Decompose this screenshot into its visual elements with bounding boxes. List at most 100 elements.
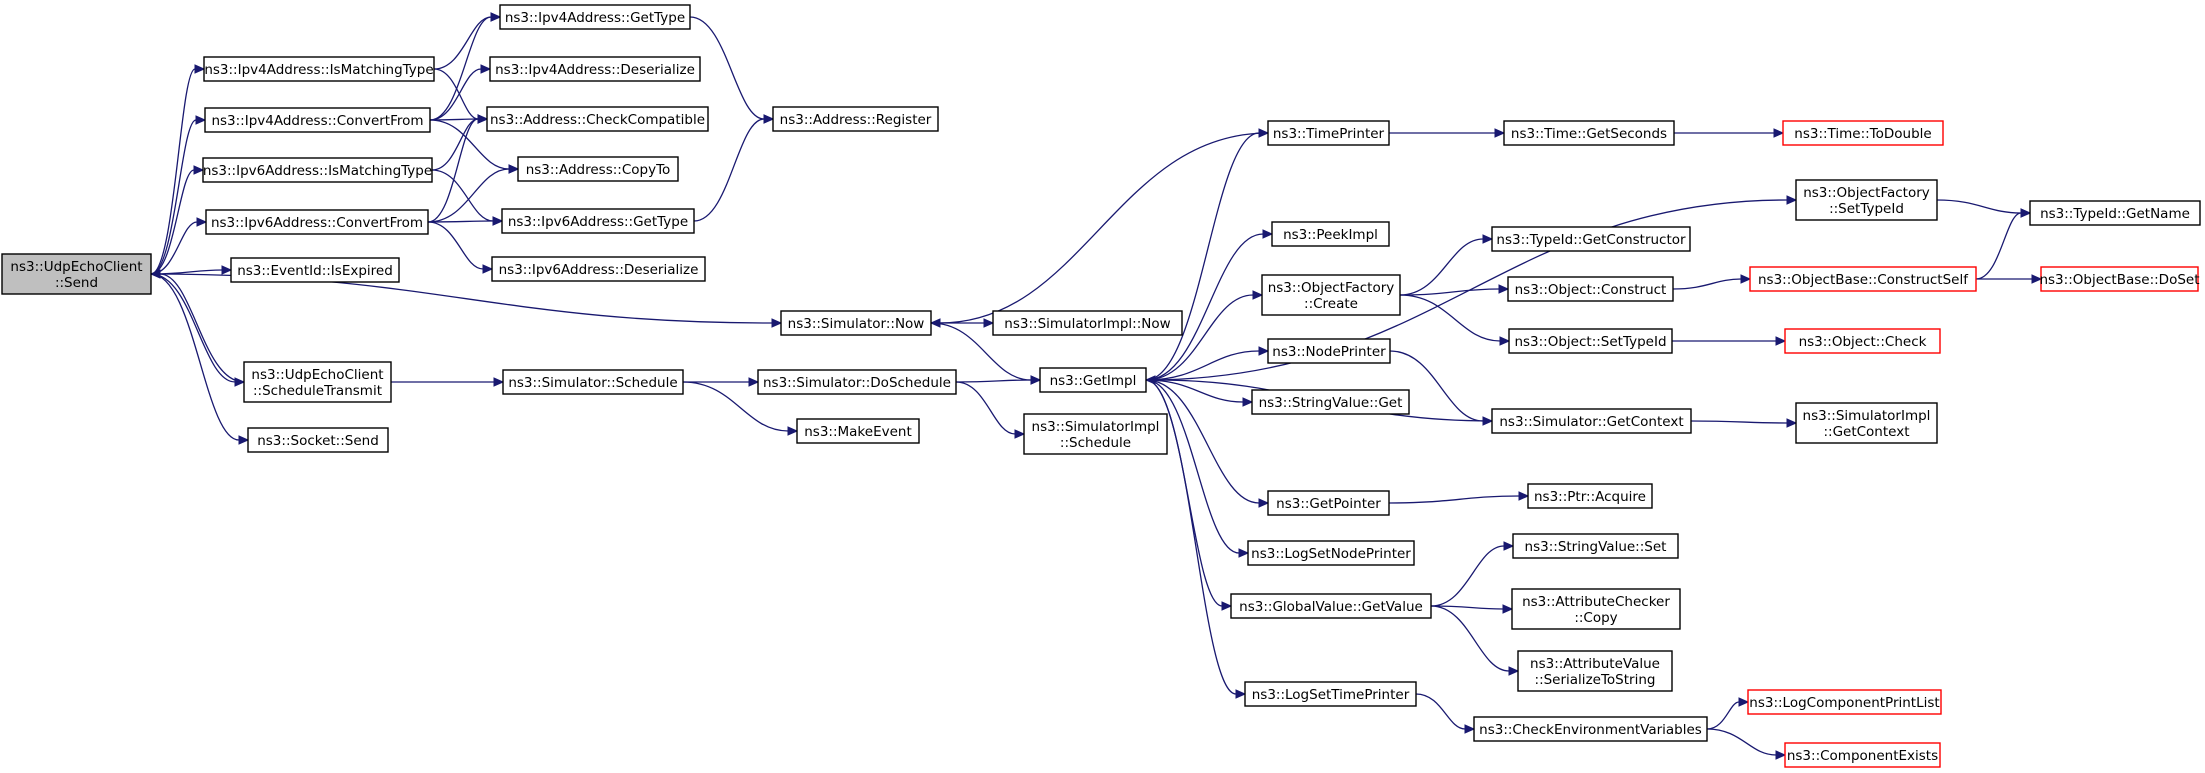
graph-node[interactable]: ns3::GetPointer — [1267, 490, 1390, 516]
node-box — [1023, 413, 1168, 455]
graph-node[interactable]: ns3::TimePrinter — [1267, 120, 1390, 146]
graph-node[interactable]: ns3::ObjectFactory::Create — [1261, 274, 1401, 316]
node-label: ns3::Ipv6Address::Deserialize — [499, 262, 699, 278]
graph-node[interactable]: ns3::Time::ToDouble — [1782, 120, 1944, 146]
graph-node[interactable]: ns3::StringValue::Get — [1251, 389, 1410, 415]
node-label: ns3::SimulatorImpl — [1803, 408, 1931, 424]
node-label: ns3::ComponentExists — [1787, 748, 1938, 764]
node-box — [499, 4, 691, 30]
graph-node[interactable]: ns3::TypeId::GetConstructor — [1491, 226, 1691, 252]
node-box — [992, 310, 1183, 336]
graph-node[interactable]: ns3::Address::CheckCompatible — [486, 106, 709, 132]
edge-line — [427, 221, 484, 270]
graph-node[interactable]: ns3::ComponentExists — [1784, 742, 1941, 768]
node-label: ns3::Object::SetTypeId — [1514, 334, 1666, 350]
node-box — [1261, 274, 1401, 316]
graph-node[interactable]: ns3::Ipv4Address::Deserialize — [489, 56, 701, 82]
graph-node[interactable]: ns3::SimulatorImpl::Schedule — [1023, 413, 1168, 455]
edge-line — [1430, 605, 1510, 672]
node-label: ns3::SimulatorImpl — [1032, 419, 1160, 435]
graph-node[interactable]: ns3::PeekImpl — [1271, 221, 1390, 247]
call-edge — [1389, 128, 1506, 138]
edge-arrowhead — [2020, 208, 2032, 218]
graph-node[interactable]: ns3::Ipv4Address::IsMatchingType — [203, 56, 435, 82]
graph-node[interactable]: ns3::AttributeValue::SerializeToString — [1517, 650, 1673, 692]
call-edge — [1145, 379, 1250, 558]
graph-node[interactable]: ns3::Simulator::Now — [780, 310, 932, 336]
graph-node[interactable]: ns3::Simulator::Schedule — [502, 369, 684, 395]
call-edge — [150, 273, 246, 387]
graph-node[interactable]: ns3::LogComponentPrintList — [1747, 689, 1942, 715]
graph-node[interactable]: ns3::Address::CopyTo — [517, 156, 679, 182]
graph-node[interactable]: ns3::TypeId::GetName — [2029, 200, 2201, 226]
edge-line — [1145, 350, 1260, 381]
graph-node[interactable]: ns3::Ipv4Address::GetType — [499, 4, 691, 30]
node-label: ::Schedule — [1060, 435, 1131, 451]
call-edge — [693, 114, 775, 222]
graph-node[interactable]: ns3::EventId::IsExpired — [230, 257, 400, 283]
graph-node[interactable]: ns3::NodePrinter — [1267, 338, 1391, 364]
graph-node[interactable]: ns3::SimulatorImpl::GetContext — [1795, 402, 1938, 444]
node-box — [1503, 120, 1675, 146]
node-box — [1784, 742, 1941, 768]
edge-line — [1672, 278, 1742, 290]
call-edge — [1388, 491, 1530, 504]
edge-arrowhead — [482, 264, 494, 274]
graph-node[interactable]: ns3::Socket::Send — [247, 427, 389, 453]
call-edge — [431, 114, 489, 171]
edge-line — [159, 273, 245, 383]
node-box — [1244, 681, 1417, 707]
graph-node[interactable]: ns3::Address::Register — [772, 106, 939, 132]
edge-line — [1399, 238, 1484, 296]
call-edge — [955, 375, 1042, 385]
graph-node[interactable]: ns3::Object::Check — [1784, 328, 1941, 354]
graph-node[interactable]: ns3::GlobalValue::GetValue — [1230, 593, 1432, 619]
node-box — [1491, 226, 1691, 252]
node-box — [502, 369, 684, 395]
graph-node[interactable]: ns3::ObjectBase::DoSet — [2039, 266, 2200, 292]
edge-arrowhead — [1014, 429, 1026, 439]
edge-arrowhead — [1773, 128, 1785, 138]
edge-arrowhead — [983, 318, 995, 328]
edge-arrowhead — [771, 318, 783, 328]
edge-arrowhead — [508, 164, 520, 174]
edge-line — [1430, 605, 1504, 610]
edge-line — [150, 119, 197, 275]
node-box — [1784, 328, 1941, 354]
graph-node[interactable]: ns3::Time::GetSeconds — [1503, 120, 1675, 146]
graph-node[interactable]: ns3::Ptr::Acquire — [1527, 483, 1653, 509]
graph-node[interactable]: ns3::ObjectFactory::SetTypeId — [1795, 179, 1938, 221]
call-edge — [150, 273, 250, 445]
node-box — [489, 56, 701, 82]
node-box — [1747, 689, 1942, 715]
graph-node[interactable]: ns3::CheckEnvironmentVariables — [1473, 716, 1708, 742]
call-edge — [1145, 346, 1270, 381]
graph-node[interactable]: ns3::MakeEvent — [796, 418, 920, 444]
graph-node[interactable]: ns3::GetImpl — [1039, 367, 1147, 393]
graph-node[interactable]: ns3::Simulator::GetContext — [1491, 408, 1692, 434]
edge-arrowhead — [1499, 336, 1511, 346]
graph-node[interactable]: ns3::Ipv6Address::Deserialize — [491, 256, 706, 282]
graph-node[interactable]: ns3::StringValue::Set — [1512, 533, 1679, 559]
graph-node[interactable]: ns3::ObjectBase::ConstructSelf — [1749, 266, 1977, 292]
graph-node[interactable]: ns3::Simulator::DoSchedule — [757, 369, 957, 395]
graph-node[interactable]: ns3::LogSetNodePrinter — [1247, 540, 1415, 566]
graph-node[interactable]: ns3::Ipv4Address::ConvertFrom — [204, 107, 431, 133]
graph-node[interactable]: ns3::Object::Construct — [1507, 276, 1674, 302]
node-label: ns3::LogComponentPrintList — [1749, 695, 1939, 711]
graph-node[interactable]: ns3::Ipv6Address::GetType — [501, 208, 695, 234]
edge-arrowhead — [929, 318, 941, 328]
graph-node[interactable]: ns3::UdpEchoClient::Send — [1, 253, 152, 295]
node-label: ns3::LogSetTimePrinter — [1252, 687, 1410, 703]
graph-node[interactable]: ns3::LogSetTimePrinter — [1244, 681, 1417, 707]
node-label: ns3::LogSetNodePrinter — [1251, 546, 1411, 562]
graph-node[interactable]: ns3::AttributeChecker::Copy — [1511, 588, 1681, 630]
edge-line — [150, 169, 195, 275]
edge-arrowhead — [480, 64, 492, 74]
graph-node[interactable]: ns3::Object::SetTypeId — [1508, 328, 1673, 354]
graph-node[interactable]: ns3::UdpEchoClient::ScheduleTransmit — [243, 361, 392, 403]
graph-node[interactable]: ns3::SimulatorImpl::Now — [992, 310, 1183, 336]
graph-node[interactable]: ns3::Ipv6Address::ConvertFrom — [205, 209, 429, 235]
graph-node[interactable]: ns3::Ipv6Address::IsMatchingType — [202, 157, 433, 183]
